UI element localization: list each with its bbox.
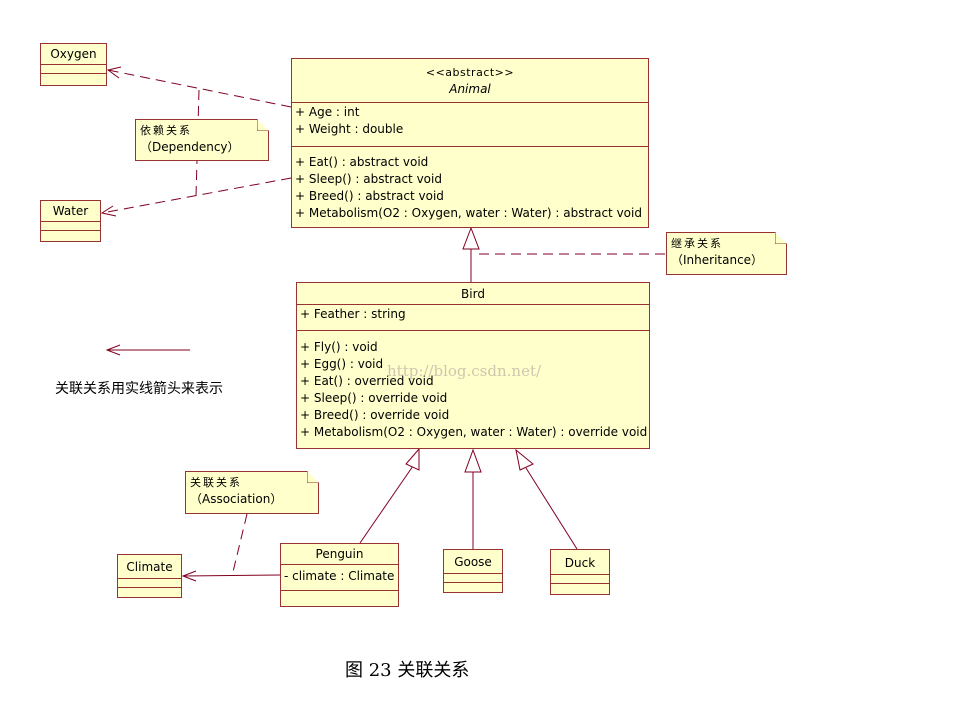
operations-section <box>41 230 100 239</box>
operations-section <box>551 583 609 592</box>
watermark: http://blog.csdn.net/ <box>387 362 542 380</box>
operations-section <box>281 590 398 603</box>
note-fold-icon <box>307 471 319 483</box>
operation: + Sleep() : override void <box>300 391 448 405</box>
association-note-anchor <box>231 513 248 577</box>
operation: + Eat() : abstract void <box>295 155 429 169</box>
attributes-section: + Feather : string <box>297 304 649 330</box>
class-name: Oxygen <box>50 47 97 61</box>
attributes-section <box>41 64 106 73</box>
operations-section <box>41 73 106 82</box>
note-title: 关联关系 <box>190 476 242 489</box>
operation: + Eat() : overried void <box>300 374 434 388</box>
class-header: <<abstract>> Animal <box>292 59 648 102</box>
attributes-section <box>41 221 100 230</box>
class-climate[interactable]: Climate <box>117 554 182 598</box>
operation: + Metabolism(O2 : Oxygen, water : Water)… <box>300 425 648 439</box>
attributes-section <box>444 573 502 582</box>
operations-section <box>444 582 502 591</box>
inheritance-line-penguin <box>359 465 414 544</box>
note-dependency[interactable]: 依赖关系 （Dependency） <box>135 119 269 161</box>
operation: + Fly() : void <box>300 340 378 354</box>
operations-section <box>118 587 181 596</box>
note-subtitle: （Dependency） <box>140 140 240 154</box>
class-name: Duck <box>564 556 596 570</box>
legend-text: 关联关系用实线箭头来表示 <box>55 381 223 397</box>
operation: + Breed() : override void <box>300 408 450 422</box>
inheritance-triangle-penguin <box>405 447 420 471</box>
attributes-section: + Age : int + Weight : double <box>292 102 648 146</box>
attributes-section <box>118 578 181 587</box>
figure-caption: 图 23 关联关系 <box>345 660 470 681</box>
class-name: Climate <box>126 560 173 574</box>
attribute: + Weight : double <box>295 122 404 136</box>
inheritance-triangle-duck <box>515 448 534 471</box>
operation: + Sleep() : abstract void <box>295 172 442 186</box>
class-name: Animal <box>449 82 491 96</box>
attributes-section: - climate : Climate <box>281 564 398 590</box>
operation: + Breed() : abstract void <box>295 189 444 203</box>
attribute: - climate : Climate <box>284 569 395 583</box>
class-bird[interactable]: Bird + Feather : string + Fly() : void +… <box>296 282 650 449</box>
dependency-arrowhead-oxygen <box>106 66 122 79</box>
class-name: Goose <box>454 555 492 569</box>
operations-section: + Fly() : void + Egg() : void + Eat() : … <box>297 330 649 441</box>
class-name: Penguin <box>315 547 364 561</box>
class-penguin[interactable]: Penguin - climate : Climate <box>280 543 399 607</box>
legend-arrowhead <box>105 344 121 356</box>
operations-section: + Eat() : abstract void + Sleep() : abst… <box>292 146 648 222</box>
attribute: + Age : int <box>295 105 360 119</box>
inheritance-triangle-animal <box>462 226 480 250</box>
class-water[interactable]: Water <box>40 200 101 242</box>
note-fold-icon <box>775 232 787 244</box>
class-stereotype: <<abstract>> <box>425 66 515 79</box>
note-subtitle: （Inheritance） <box>671 253 764 267</box>
attribute: + Feather : string <box>300 307 406 321</box>
note-association[interactable]: 关联关系 （Association） <box>185 471 319 514</box>
operation: + Metabolism(O2 : Oxygen, water : Water)… <box>295 206 642 220</box>
class-animal[interactable]: <<abstract>> Animal + Age : int + Weight… <box>291 58 649 228</box>
note-title: 继承关系 <box>671 237 723 250</box>
note-subtitle: （Association） <box>190 492 283 506</box>
inheritance-line-duck <box>525 467 578 550</box>
class-goose[interactable]: Goose <box>443 549 503 593</box>
class-oxygen[interactable]: Oxygen <box>40 43 107 86</box>
note-title: 依赖关系 <box>140 124 192 137</box>
class-name: Water <box>52 204 89 218</box>
inheritance-triangle-goose <box>464 448 482 473</box>
association-line-climate <box>182 574 281 577</box>
association-arrowhead-climate <box>181 570 197 582</box>
attributes-section <box>551 574 609 583</box>
note-fold-icon <box>257 119 269 131</box>
note-inheritance[interactable]: 继承关系 （Inheritance） <box>666 232 787 275</box>
dependency-line-oxygen <box>107 69 292 108</box>
operation: + Egg() : void <box>300 357 384 371</box>
class-name: Bird <box>461 287 485 301</box>
dependency-arrowhead-water <box>100 205 117 217</box>
class-duck[interactable]: Duck <box>550 549 610 595</box>
